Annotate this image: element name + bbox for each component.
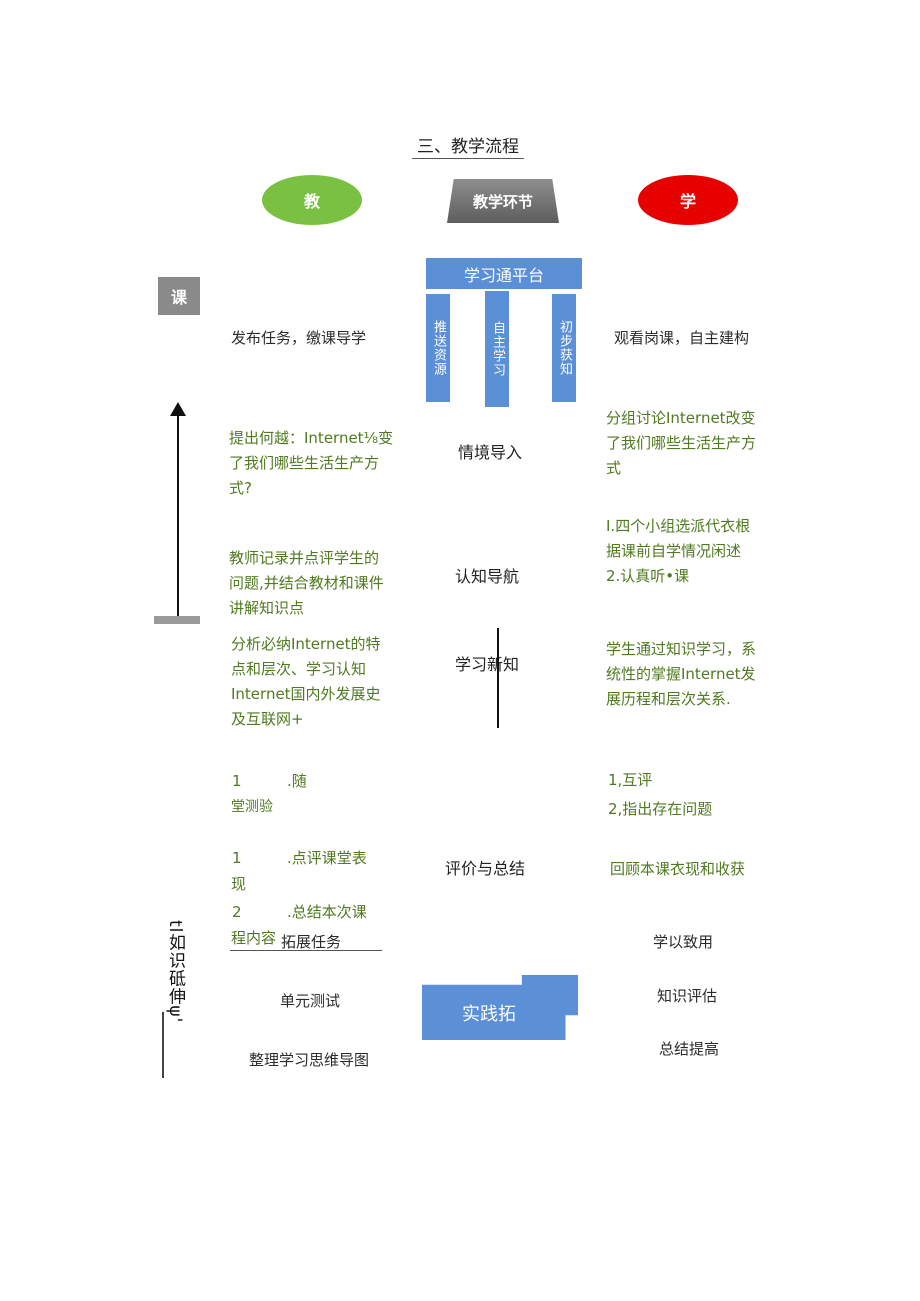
text-line: 展历程和层次关系. — [606, 690, 731, 708]
text-line: 了我们哪些生活生产方 — [606, 434, 757, 452]
ext-student-1: 学以致用 — [653, 933, 714, 951]
row2-student: I.四个小组选派代衣根 据课前自学情况闲述 2.认真听•课 — [606, 514, 786, 589]
ext-student-3: 总结提高 — [659, 1040, 720, 1058]
row1-teacher: 提出何越：Internet⅛变 了我们哪些生活生产方 式? — [229, 426, 409, 501]
after-class-label: tl如识砥伸ψ' — [165, 920, 185, 1024]
text-line: 式? — [229, 479, 252, 497]
text-line: 点和层次、学习认知 — [231, 660, 367, 678]
up-arrow-icon — [154, 402, 200, 624]
learn-oval: 学 — [638, 175, 738, 225]
platform-item-initial: 初步获知 — [552, 294, 576, 402]
platform-item-label: 自主学习 — [490, 321, 505, 377]
text-line: 式 — [606, 459, 622, 477]
stage-new-knowledge: 学习新知 — [454, 655, 519, 674]
eval-item2-cont: 现 — [231, 875, 247, 893]
stage-evaluation: 评价与总结 — [444, 859, 525, 878]
text-line: 统性的掌握Internet发 — [606, 665, 756, 683]
row3-student: 学生通过知识学习，系 统性的掌握Internet发 展历程和层次关系. — [606, 637, 786, 712]
ext-student-2: 知识评估 — [657, 987, 718, 1005]
eval-item2-num: 1 — [232, 849, 242, 867]
text-line: 讲解知识点 — [229, 599, 305, 617]
text-line: 问题,并结合教材和课件 — [229, 574, 384, 592]
platform-item-push: 推送资源 — [426, 294, 450, 402]
text-line: 学生通过知识学习，系 — [606, 640, 757, 658]
ext-underline — [230, 950, 382, 951]
teach-oval: 教 — [262, 175, 362, 225]
platform-item-self-study: 自主学习 — [485, 291, 509, 407]
row1-student: 分组讨论Internet改变 了我们哪些生活生产方 式 — [606, 406, 786, 481]
text-line: Internet国内外发展史 — [231, 685, 381, 703]
eval-item3-text: .总结本次课 — [287, 903, 367, 921]
platform-item-label: 初步获知 — [557, 320, 572, 376]
ext-teacher-3: 整理学习思维导图 — [249, 1051, 370, 1069]
text-line: 及互联网+ — [231, 710, 304, 728]
stage-navigation: 认知导航 — [454, 567, 519, 586]
stage-practice-label: 实践拓 — [462, 1004, 516, 1025]
row3-teacher: 分析必纳Internet的特 点和层次、学习认知 Internet国内外发展史 … — [231, 632, 411, 732]
eval-item1-cont: 堂测验 — [231, 799, 273, 815]
text-line: 教师记录并点评学生的 — [229, 549, 380, 567]
platform-title: 学习通平台 — [426, 258, 582, 289]
eval-item1-num: 1 — [232, 772, 242, 790]
eval-student-1: 1,互评 — [608, 771, 653, 789]
stage-practice: 实践拓 — [422, 975, 578, 1040]
text-line: I.四个小组选派代衣根 — [606, 517, 751, 535]
after-class-line — [162, 1012, 164, 1078]
eval-item2-text: .点评课堂表 — [287, 849, 367, 867]
page-title: 三、教学流程 — [412, 132, 524, 159]
eval-student-3: 回顾本课衣现和收获 — [610, 860, 746, 878]
ext-teacher-2: 单元测试 — [280, 992, 341, 1010]
pre-class-student: 观看岗课，自主建构 — [614, 329, 750, 347]
eval-student-2: 2,指出存在问题 — [608, 800, 713, 818]
text-line: 提出何越：Internet⅛变 — [229, 429, 394, 447]
eval-item3-cont: 程内容 — [231, 929, 277, 947]
text-line: 分析必纳Internet的特 — [231, 635, 381, 653]
text-line: 据课前自学情况闲述 — [606, 542, 742, 560]
stage-header: 教学环节 — [447, 179, 559, 223]
pre-class-label: 课 — [158, 277, 200, 315]
text-line: 2.认真听•课 — [606, 567, 690, 585]
text-line: 了我们哪些生活生产方 — [229, 454, 380, 472]
stage-situation: 情境导入 — [457, 443, 522, 462]
row2-teacher: 教师记录并点评学生的 问题,并结合教材和课件 讲解知识点 — [229, 546, 409, 621]
eval-item3-num: 2 — [232, 903, 242, 921]
eval-item1-text: .随 — [287, 772, 307, 790]
text-line: 分组讨论Internet改变 — [606, 409, 756, 427]
ext-teacher-1: 拓展任务 — [281, 933, 342, 951]
platform-item-label: 推送资源 — [431, 320, 446, 376]
pre-class-teacher: 发布任务，缴课导学 — [231, 329, 367, 347]
divider-line — [497, 628, 499, 728]
